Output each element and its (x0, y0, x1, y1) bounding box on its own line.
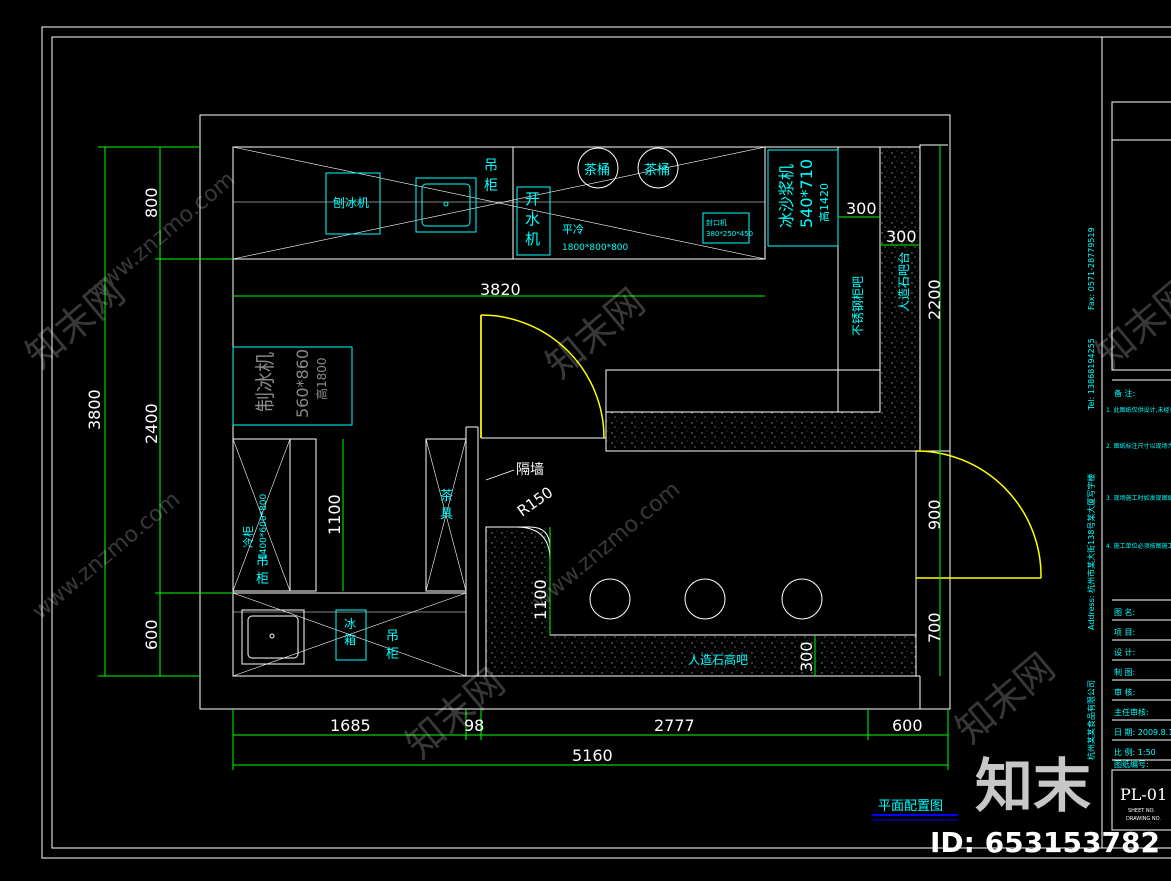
svg-text:茶桶: 茶桶 (644, 162, 670, 178)
dim-600-bottom: 600 (892, 716, 923, 735)
svg-text:冰箱: 冰箱 (344, 617, 356, 647)
sheet-sub-1: SHEET NO. (1128, 808, 1155, 814)
svg-text:高1420: 高1420 (817, 183, 831, 222)
title-tel: Tel: 13868194255 (1087, 338, 1096, 411)
dim-2200: 2200 (925, 279, 944, 320)
door-swing-main (480, 314, 605, 439)
tea-bucket-1: 茶桶 (577, 147, 619, 189)
dim-900: 900 (925, 499, 944, 530)
drawing-frame-outer (41, 26, 1171, 859)
door-swing-right (915, 450, 1042, 579)
svg-text:冰沙浆机: 冰沙浆机 (777, 164, 796, 228)
sealer: 封口机 380*250*450 (702, 212, 753, 244)
svg-text:茶桶: 茶桶 (584, 162, 610, 178)
flat-cooler-size: 1800*800*800 (562, 243, 629, 253)
svg-text:封口机: 封口机 (706, 218, 727, 227)
svg-text:知末网: 知末网 (18, 270, 134, 377)
svg-text:540*710: 540*710 (797, 159, 816, 228)
stone-bar-right-label: 人造石吧台 (896, 252, 911, 312)
sink-top (415, 177, 477, 233)
svg-text:380*250*450: 380*250*450 (706, 230, 753, 238)
dim-1100-inner: 1100 (325, 494, 344, 535)
svg-text:平面配置图: 平面配置图 (878, 799, 943, 814)
drawing-caption: 平面配置图 (872, 799, 958, 821)
svg-text:知末网: 知末网 (948, 645, 1064, 752)
title-fax: Fax: 0571-28779519 (1087, 227, 1096, 310)
svg-text:吊柜: 吊柜 (386, 629, 399, 662)
watermark-id: ID: 653153782 (930, 826, 1160, 859)
svg-text:冷柜: 冷柜 (242, 526, 255, 548)
svg-text:知末网: 知末网 (1088, 270, 1171, 377)
svg-text:R150: R150 (514, 483, 556, 520)
svg-text:制冰机: 制冰机 (253, 352, 277, 412)
label-draw: 制 图: (1114, 667, 1135, 677)
svg-text:560*860: 560*860 (293, 349, 312, 418)
dim-3800: 3800 (85, 389, 104, 430)
drawing-frame-inner (51, 36, 1171, 849)
note-1: 1. 此图纸仅供设计,未经许可不得擅自修改,版权所有 (1106, 406, 1171, 414)
bar-stool-3 (781, 578, 823, 620)
note-4: 4. 施工单位必须按图施工,确保质量符合设计要求 (1106, 542, 1171, 550)
ice-shaver-label: 刨冰机 (333, 195, 369, 210)
top-counter (232, 146, 838, 260)
label-check: 审 核: (1114, 687, 1135, 697)
dim-98: 98 (464, 716, 484, 735)
dim-300-c: 300 (797, 641, 816, 672)
flat-cooler-label: 平冷 (562, 223, 584, 236)
notes-heading: 备 注: (1114, 388, 1135, 398)
note-2: 2. 图纸标注尺寸以现场为准,施工前请核对尺寸 (1106, 442, 1171, 450)
stone-bar-bottom-label: 人造石高吧 (688, 652, 748, 667)
note-3: 3. 现场施工时如发现图纸与现场不符请及时通知设计师 (1106, 494, 1171, 502)
watermark-brand: 知末 (975, 752, 1091, 820)
tea-bucket-2: 茶桶 (637, 147, 679, 189)
dim-1685: 1685 (330, 716, 371, 735)
svg-text:茶具: 茶具 (440, 488, 453, 522)
title-company: 杭州某某食品有限公司 (1086, 680, 1096, 760)
svg-text:吊柜: 吊柜 (256, 554, 269, 587)
dim-3820: 3820 (480, 280, 521, 299)
dim-800: 800 (142, 187, 161, 218)
bar-stool-1 (589, 578, 631, 620)
tea-set-cabinet: 茶具 (425, 438, 467, 592)
bottom-counter: 冰箱 吊柜 (232, 592, 467, 677)
dim-2777: 2777 (654, 716, 695, 735)
label-project: 项 目: (1114, 628, 1135, 637)
dim-5160: 5160 (572, 746, 613, 765)
dim-300-b: 300 (886, 227, 917, 246)
label-manager: 主任审核: (1114, 707, 1149, 717)
cold-cabinet: 冷柜 1400*600*800 吊柜 (232, 438, 317, 592)
label-drawing: 图 名: (1114, 607, 1135, 617)
sheet-sub-2: DRAWING NO. (1126, 816, 1161, 822)
dim-700: 700 (925, 612, 944, 643)
svg-text:开水机: 开水机 (525, 190, 540, 248)
stainless-bar-label: 不锈钢柜吧 (851, 276, 865, 336)
title-address: Address: 杭州市某大街138号某大厦写字楼 (1086, 474, 1096, 630)
label-date: 日 期: 2009.8.1 (1114, 728, 1171, 737)
bar-stool-2 (684, 578, 726, 620)
dim-300-a: 300 (846, 199, 877, 218)
ice-maker: 制冰机 560*860 高1800 (232, 346, 353, 426)
ice-machine-top: 冰沙浆机 540*710 高1420 (767, 149, 839, 247)
dim-2400: 2400 (142, 403, 161, 444)
label-sheet: 图纸编号: (1114, 759, 1149, 769)
svg-text:高1800: 高1800 (314, 357, 329, 400)
dim-1100-bar: 1100 (531, 579, 550, 620)
label-design: 设 计: (1114, 647, 1135, 657)
sheet-number: PL-01 (1120, 785, 1167, 804)
svg-text:www.znzmo.com: www.znzmo.com (28, 487, 185, 625)
title-block: Fax: 0571-28779519 Tel: 13868194255 Addr… (1086, 37, 1171, 848)
water-boiler: 开水机 (516, 186, 551, 256)
hanging-cabinet-top: 吊柜 (484, 158, 498, 194)
svg-text:隔墙: 隔墙 (516, 462, 544, 478)
dim-600-left: 600 (142, 619, 161, 650)
svg-text:1400*600*800: 1400*600*800 (259, 493, 269, 560)
stone-bar-right (605, 146, 921, 452)
ice-shaver: 刨冰机 (325, 172, 381, 235)
label-scale: 比 例: 1:50 (1114, 747, 1156, 757)
dimension-lines (98, 145, 949, 770)
watermark-overlay: www.znzmo.com 知末网 www.znzmo.com 知末网 www.… (18, 167, 1171, 767)
